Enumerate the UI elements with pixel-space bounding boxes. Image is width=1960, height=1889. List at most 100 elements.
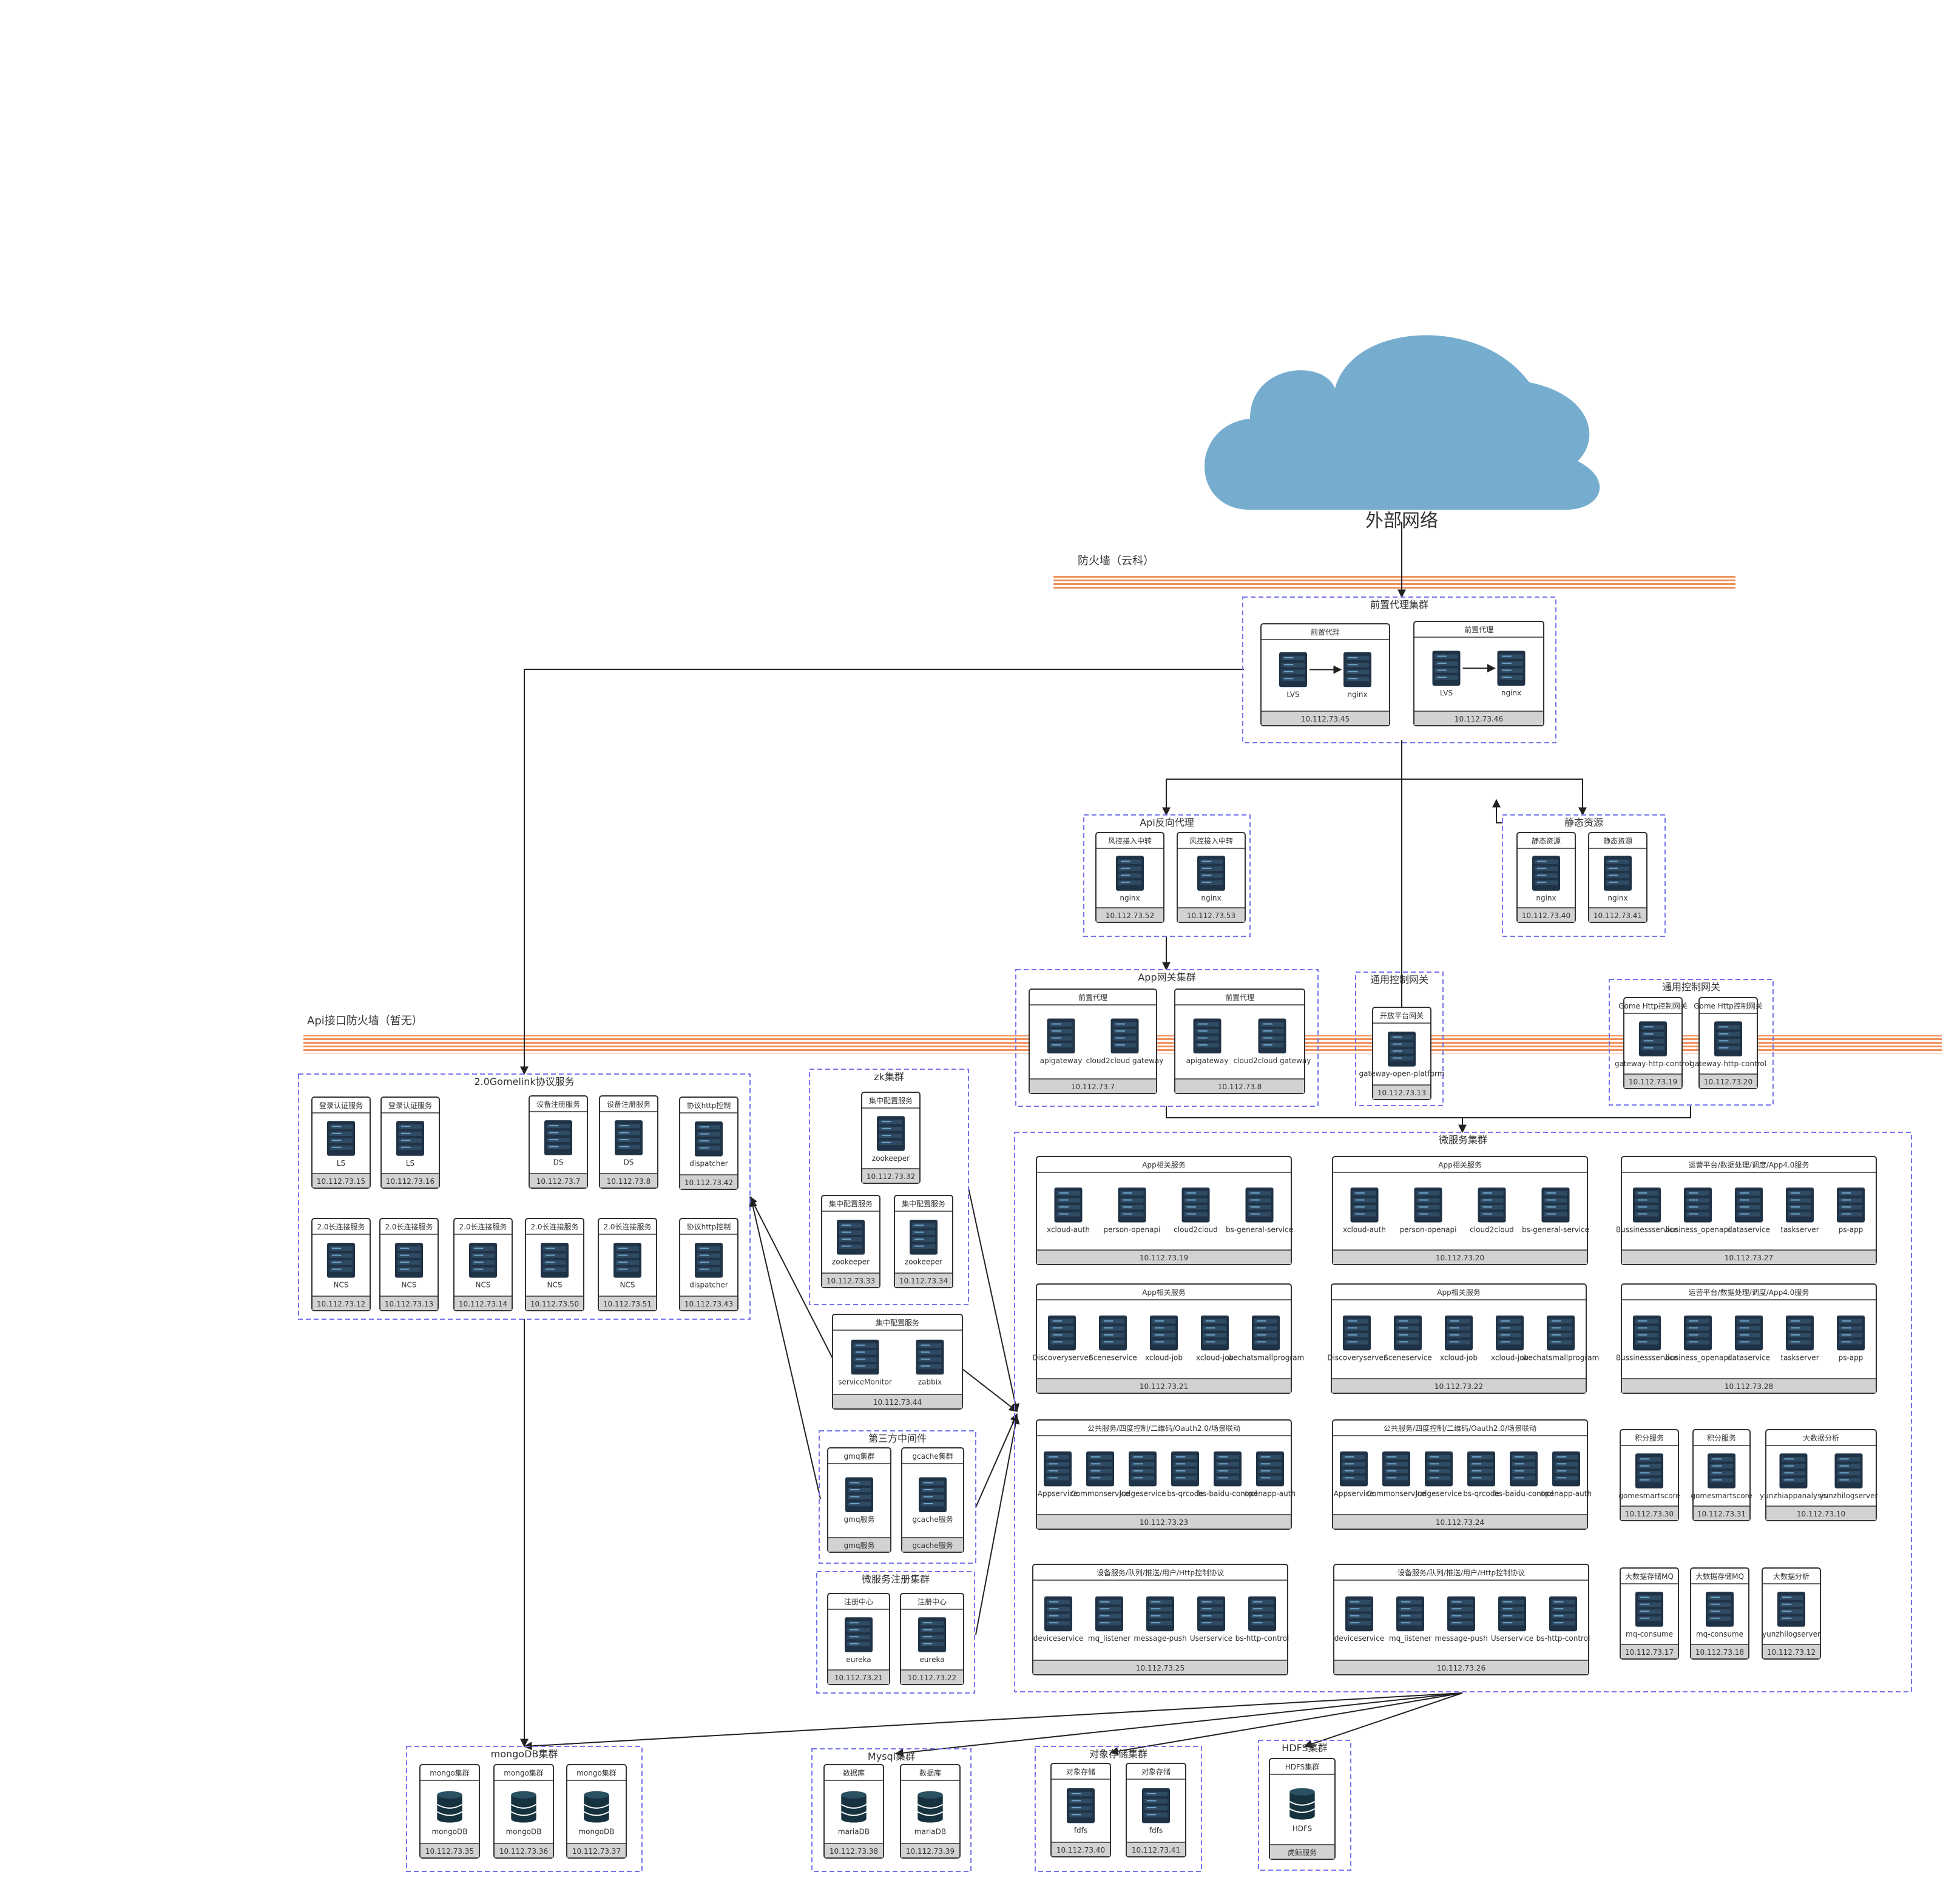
server-node[interactable]: 公共服务/四度控制/二维码/Oauth2.0/场景联动10.112.73.23A…	[1036, 1419, 1296, 1530]
server-node[interactable]: Gome Http控制网关10.112.73.19gateway-http-co…	[1615, 997, 1691, 1089]
node-title: 公共服务/四度控制/二维码/Oauth2.0/场景联动	[1384, 1424, 1536, 1433]
node-title: gmq集群	[844, 1451, 875, 1461]
app-label: xcloud-job	[1440, 1353, 1478, 1362]
app-label: ps-app	[1839, 1226, 1864, 1234]
server-icon	[1388, 1032, 1416, 1067]
server-icon	[395, 1243, 423, 1278]
node-title: 2.0长连接服务	[385, 1222, 433, 1231]
app-label: HDFS	[1293, 1824, 1313, 1833]
node-ip: 10.112.73.50	[530, 1300, 579, 1308]
server-node[interactable]: 运营平台/数据处理/调度/App4.0服务10.112.73.28Bussine…	[1616, 1283, 1877, 1394]
app-label: openapp-auth	[1245, 1489, 1296, 1498]
app-label: bs-qrcode	[1463, 1489, 1499, 1498]
group-label: Api反向代理	[1140, 817, 1194, 828]
app-label: bs-baidu-control	[1494, 1489, 1553, 1498]
server-node[interactable]: 设备服务/队列/推送/用户/Http控制协议10.112.73.25device…	[1032, 1564, 1289, 1675]
node-title: gcache集群	[912, 1451, 953, 1461]
server-node[interactable]: 运营平台/数据处理/调度/App4.0服务10.112.73.27Bussine…	[1616, 1156, 1877, 1265]
group-label: 第三方中间件	[868, 1433, 927, 1444]
server-node[interactable]: 大数据分析10.112.73.10yunzhiappanalysisyunzhi…	[1760, 1429, 1877, 1521]
node-ip: 10.112.73.24	[1436, 1518, 1484, 1527]
server-icon	[1181, 1188, 1210, 1223]
app-label: dataservice	[1728, 1226, 1770, 1234]
app-label: LVS	[1440, 689, 1453, 697]
server-icon	[1099, 1315, 1127, 1351]
server-icon	[918, 1617, 946, 1652]
server-icon	[327, 1243, 355, 1278]
node-ip: 10.112.73.18	[1695, 1648, 1744, 1657]
node-title: 前置代理	[1225, 993, 1254, 1002]
group-label: HDFS集群	[1282, 1742, 1327, 1754]
app-label: wechatsmallprogram	[1228, 1353, 1305, 1362]
app-label: ps-app	[1839, 1353, 1864, 1362]
node-title: 开放平台网关	[1380, 1011, 1424, 1020]
server-node[interactable]: 公共服务/四度控制/二维码/Oauth2.0/场景联动10.112.73.24A…	[1332, 1419, 1592, 1530]
server-icon	[1706, 1592, 1734, 1627]
database-icon	[840, 1791, 867, 1823]
server-node[interactable]: Gome Http控制网关10.112.73.20gateway-http-co…	[1690, 997, 1766, 1089]
server-icon	[877, 1116, 905, 1151]
node-ip: 10.112.73.21	[1140, 1382, 1188, 1391]
node-ip: 10.112.73.16	[386, 1177, 434, 1186]
server-icon	[1343, 1315, 1371, 1351]
server-icon	[1350, 1188, 1379, 1223]
server-node[interactable]: App相关服务10.112.73.22DiscoveryserverScenes…	[1327, 1283, 1599, 1394]
app-label: Userservice	[1491, 1634, 1533, 1643]
node-ip: 10.112.73.20	[1436, 1254, 1484, 1262]
node-ip: 10.112.73.38	[830, 1847, 878, 1856]
node-title: 公共服务/四度控制/二维码/Oauth2.0/场景联动	[1087, 1424, 1240, 1433]
server-icon	[1150, 1315, 1178, 1351]
server-node[interactable]: 设备服务/队列/推送/用户/Http控制协议10.112.73.26device…	[1333, 1564, 1590, 1675]
app-label: dataservice	[1728, 1353, 1770, 1362]
group-front-proxy-cluster: 前置代理集群	[1242, 596, 1556, 743]
server-icon	[1256, 1451, 1284, 1487]
server-icon	[1639, 1021, 1667, 1056]
app-label: apigateway	[1040, 1056, 1083, 1065]
server-node[interactable]: App相关服务10.112.73.21DiscoveryserverScenes…	[1032, 1283, 1305, 1394]
